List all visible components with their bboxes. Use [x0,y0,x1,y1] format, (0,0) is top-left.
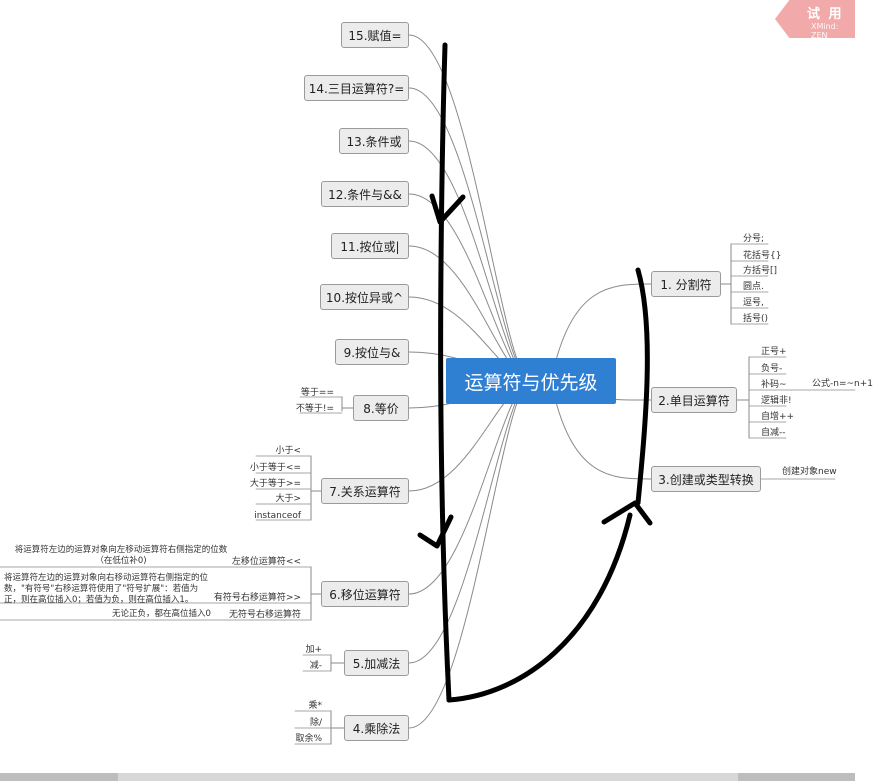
leaf-signed-right-shift[interactable]: 有符号右移运算符>> [213,593,301,603]
ink-right-vertical [635,267,650,506]
central-topic[interactable]: 运算符与优先级 [446,358,616,404]
connector-right-0 [550,283,652,382]
topic-unary[interactable]: 2.单目运算符 [651,387,737,413]
connector-left-0 [408,34,532,382]
topic-ternary[interactable]: 14.三目运算符?= [304,75,409,101]
ink-arrow-top [429,193,466,225]
connector-left-1 [408,87,532,382]
leaf-modulo[interactable]: 取余% [295,734,322,744]
leaf-equals[interactable]: 等于== [300,388,334,398]
leaf-minus[interactable]: 减- [309,661,322,671]
ink-arrow-bottom [417,514,454,549]
leaf-logical-not[interactable]: 逻辑非! [761,396,792,406]
topic-separators[interactable]: 1. 分割符 [651,271,721,297]
leaf-brackets[interactable]: 方括号[] [743,266,778,276]
leaf-semicolon[interactable]: 分号; [743,234,765,244]
topic-bitwise-and[interactable]: 9.按位与& [335,339,409,365]
leaf-unary-plus[interactable]: 正号+ [761,347,787,357]
trial-badge-title: 试 用 [807,7,844,22]
topic-equality[interactable]: 8.等价 [353,395,409,421]
horizontal-scrollbar[interactable] [0,773,855,781]
trial-badge[interactable]: 试 用 XMind: ZEN [775,0,855,38]
topic-shift[interactable]: 6.移位运算符 [321,581,409,607]
connector-left-11 [408,380,532,729]
note-unsigned-right-shift: 无论正负，都在高位插入0 [112,609,211,619]
leaf-divide[interactable]: 除/ [309,718,322,728]
leaf-less-equal[interactable]: 小于等于<= [249,463,301,473]
leaf-greater-than[interactable]: 大于> [275,494,301,504]
topic-conditional-and[interactable]: 12.条件与&& [321,181,409,207]
ink-curve-up [446,512,633,703]
leaf-plus[interactable]: 加+ [305,645,322,655]
topic-assignment[interactable]: 15.赋值= [341,22,409,48]
connector-right-2 [550,380,652,480]
topic-add-subtract[interactable]: 5.加减法 [344,650,409,676]
connector-left-10 [408,380,532,664]
topic-creation-cast[interactable]: 3.创建或类型转换 [651,466,761,492]
leaf-less-than[interactable]: 小于< [275,446,301,456]
leaf-decrement[interactable]: 自减-- [761,428,786,438]
leaf-new-object[interactable]: 创建对象new [782,467,837,477]
leaf-parentheses[interactable]: 括号() [743,314,769,324]
leaf-increment[interactable]: 自增++ [761,412,795,422]
ink-arrow-right [601,500,653,526]
leaf-braces[interactable]: 花括号{} [743,251,782,261]
topic-bitwise-or[interactable]: 11.按位或| [331,233,409,259]
topic-relational[interactable]: 7.关系运算符 [321,478,409,504]
ink-left-vertical [438,42,452,703]
topic-multiply-divide[interactable]: 4.乘除法 [344,715,409,741]
note-left-shift: 将运算符左边的运算对象向左移动运算符右侧指定的位数（在低位补0) [14,545,228,566]
topic-conditional-or[interactable]: 13.条件或 [339,128,409,154]
leaf-not-equals[interactable]: 不等于!= [295,404,334,414]
leaf-complement-formula[interactable]: 公式-n=~n+1 [812,379,873,389]
scrollbar-thumb[interactable] [118,773,738,781]
leaf-instanceof[interactable]: instanceof [254,511,301,521]
leaf-greater-equal[interactable]: 大于等于>= [249,479,301,489]
topic-bitwise-xor[interactable]: 10.按位异或^ [320,284,409,310]
leaf-multiply[interactable]: 乘* [308,701,322,711]
note-signed-right-shift: 将运算符左边的运算对象向右移动运算符右侧指定的位数，"有符号"右移运算符使用了"… [4,573,209,605]
trial-badge-subtitle: XMind: ZEN [811,22,839,40]
leaf-dot[interactable]: 圆点. [743,282,764,292]
leaf-unary-minus[interactable]: 负号- [761,364,783,374]
leaf-comma[interactable]: 逗号, [743,298,764,308]
leaf-unsigned-right-shift[interactable]: 无符号右移运算符 [228,610,301,620]
leaf-left-shift[interactable]: 左移位运算符<< [231,557,301,567]
connector-layer [0,34,856,745]
leaf-complement[interactable]: 补码~ [761,380,787,390]
